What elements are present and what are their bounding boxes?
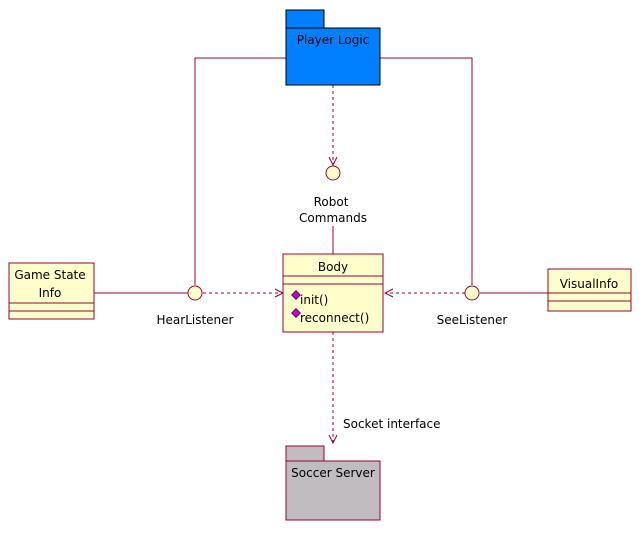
interface-lollipop-icon — [325, 165, 341, 181]
package-body — [285, 460, 381, 521]
class-visual-info[interactable]: VisualInfo — [547, 268, 632, 312]
operation-init[interactable]: init() — [291, 290, 329, 307]
class-game-state-info-name-line2: Info — [39, 286, 62, 300]
operation-public-icon — [291, 308, 301, 318]
class-body[interactable]: Body init() reconnect() — [282, 253, 384, 333]
interface-hear-listener[interactable]: HearListener — [157, 285, 234, 327]
interface-hear-listener-label: HearListener — [157, 313, 234, 327]
connectors — [94, 57, 548, 443]
interface-lollipop-icon — [187, 285, 203, 301]
class-box — [282, 253, 384, 333]
class-box — [8, 262, 95, 320]
interface-robot-commands-label-line2: Commands — [299, 211, 367, 225]
package-tab — [285, 445, 325, 462]
class-game-state-info-name-line1: Game State — [14, 268, 85, 282]
edge-label-socket-interface: Socket interface — [343, 417, 441, 431]
package-player-logic[interactable]: Player Logic — [285, 9, 381, 86]
class-visual-info-name: VisualInfo — [560, 277, 619, 291]
interface-see-listener[interactable]: SeeListener — [437, 285, 508, 327]
interface-robot-commands-label-line1: Robot — [314, 195, 349, 209]
class-body-name: Body — [318, 260, 348, 274]
class-box — [547, 268, 632, 312]
operation-reconnect[interactable]: reconnect() — [291, 308, 370, 325]
class-game-state-info[interactable]: Game State Info — [8, 262, 95, 320]
package-body — [285, 27, 381, 86]
package-soccer-server[interactable]: Soccer Server — [285, 445, 381, 521]
package-tab — [285, 9, 325, 29]
player-logic-to-hear-listener-line — [194, 57, 286, 285]
operation-public-icon — [291, 290, 301, 300]
player-logic-to-see-listener-line — [380, 57, 473, 285]
interface-see-listener-label: SeeListener — [437, 313, 508, 327]
package-soccer-server-label: Soccer Server — [291, 466, 375, 480]
interface-robot-commands[interactable]: Robot Commands — [299, 165, 367, 225]
operation-reconnect-label: reconnect() — [300, 311, 369, 325]
operation-init-label: init() — [300, 293, 328, 307]
interface-lollipop-icon — [464, 285, 480, 301]
package-player-logic-label: Player Logic — [297, 33, 370, 47]
